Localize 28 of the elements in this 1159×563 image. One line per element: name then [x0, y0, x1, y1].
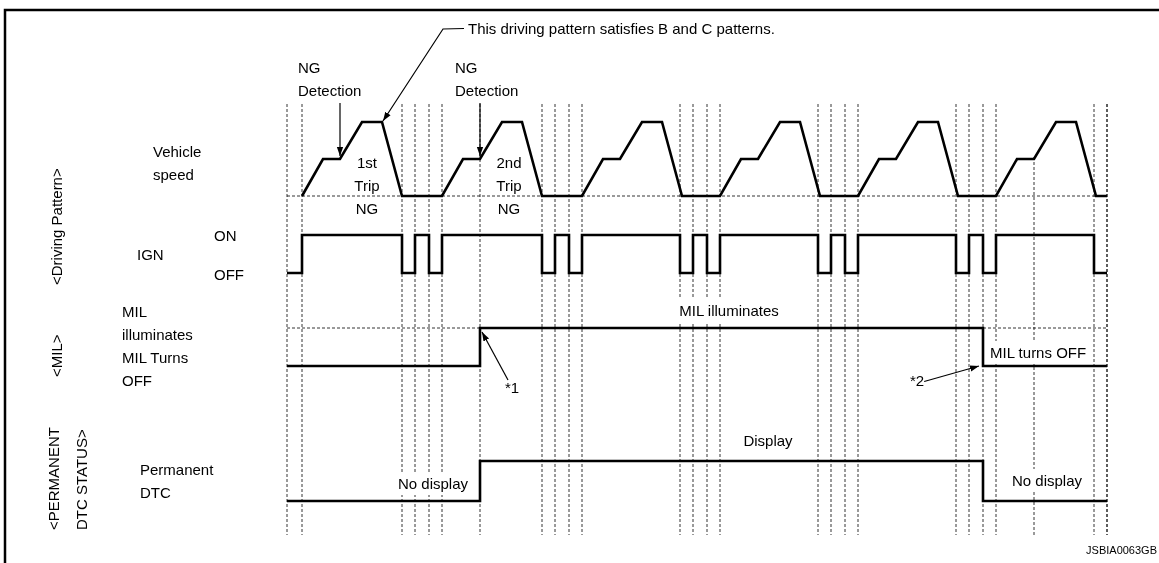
callout-text: NG Detection — [298, 56, 386, 102]
vehicle-speed-trace — [300, 120, 1108, 198]
signal-label: 1st Trip NG — [353, 153, 381, 219]
signal-label: MIL illuminates — [122, 302, 194, 345]
section-label: <PERMANENT DTC STATUS> — [44, 426, 91, 530]
mil-trace — [287, 326, 1107, 368]
leader-line — [481, 331, 509, 381]
leader-line — [336, 102, 344, 157]
signal-label: ON — [214, 226, 237, 246]
leader-line — [923, 365, 980, 383]
signal-label: Permanent DTC — [140, 460, 215, 503]
section-label: <MIL> — [47, 333, 66, 377]
signal-label: No display — [1010, 469, 1084, 492]
signal-label: MIL Turns OFF — [122, 348, 190, 391]
signal-label: MIL turns OFF — [988, 341, 1089, 364]
section-label: <Driving Pattern> — [47, 167, 66, 285]
callout-text: *2 — [910, 369, 925, 392]
leader-line — [382, 27, 465, 122]
figure-code: JSBIA0063GB — [1086, 543, 1157, 557]
callout-text: NG Detection — [455, 56, 543, 102]
signal-label: Vehicle speed — [153, 142, 203, 185]
leader-line — [476, 102, 484, 157]
callout-text: This driving pattern satisfies B and C patterns. — [468, 17, 775, 40]
signal-label: OFF — [214, 265, 244, 285]
signal-label: IGN — [137, 245, 164, 265]
signal-label: 2nd Trip NG — [495, 153, 523, 219]
callout-text: *1 — [505, 376, 520, 399]
signal-label: MIL illuminates — [677, 299, 781, 322]
